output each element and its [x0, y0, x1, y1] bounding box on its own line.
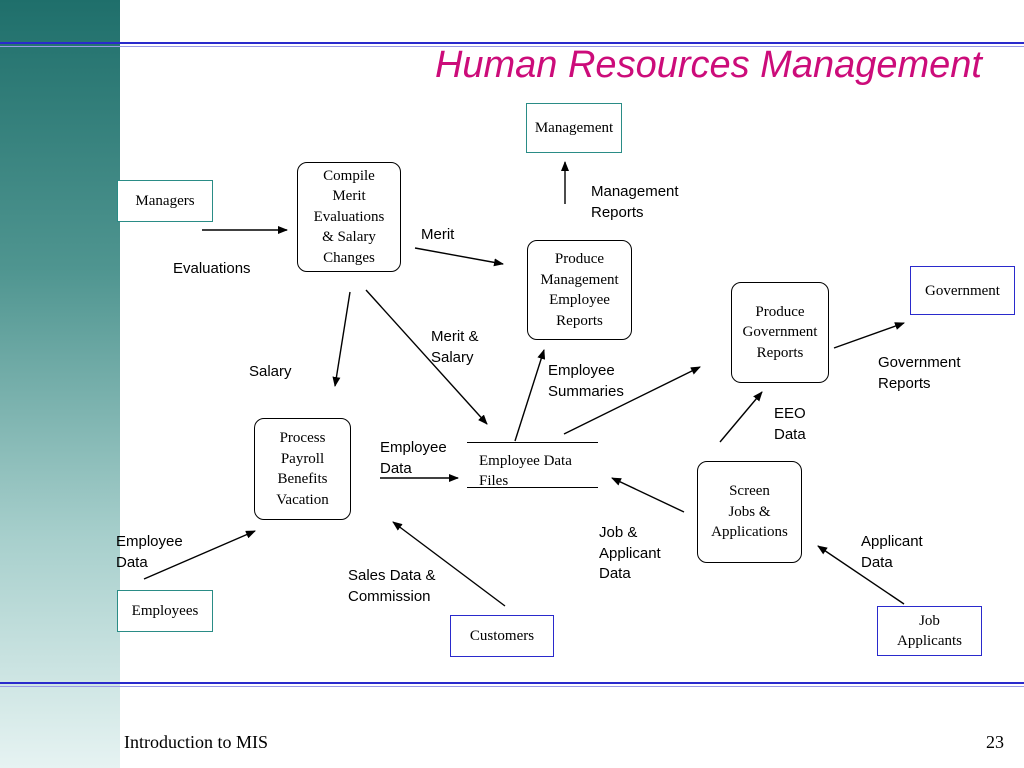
label-eeo-data: EEO Data	[774, 405, 806, 443]
label-applicant-data: Applicant Data	[861, 533, 923, 571]
sidebar-gradient	[0, 0, 120, 768]
data-store-employee-files: Employee Data Files	[467, 442, 598, 489]
bottom-rule	[0, 682, 1024, 684]
label-evaluations: Evaluations	[173, 260, 251, 277]
label-employee-summaries: Employee Summaries	[548, 362, 624, 400]
label-merit: Merit	[421, 226, 455, 243]
label-employee-data-store: Employee Data	[380, 439, 447, 477]
arrow-salary	[332, 291, 351, 387]
slide-title: Human Resources Management	[434, 44, 982, 86]
arrow-job-applicant-data	[611, 477, 685, 513]
arrow-merit-salary	[365, 289, 488, 425]
entity-customers: Customers	[450, 615, 554, 657]
label-job-applicant-data: Job & Applicant Data	[599, 524, 661, 582]
process-produce-management-reports: Produce Management Employee Reports	[527, 240, 632, 340]
bottom-rule-thin	[0, 686, 1024, 687]
top-rule	[0, 42, 1024, 44]
label-employee-data-left: Employee Data	[116, 533, 183, 571]
label-merit-salary: Merit & Salary	[431, 328, 479, 366]
arrow-employees-to-payroll	[143, 530, 256, 580]
entity-managers: Managers	[117, 180, 213, 222]
footer-page-number: 23	[986, 732, 1004, 752]
arrow-government-reports	[833, 322, 905, 349]
label-government-reports: Government Reports	[878, 354, 961, 392]
arrow-applicant-data	[817, 545, 905, 605]
process-produce-government-reports: Produce Government Reports	[731, 282, 829, 383]
arrow-sales-commission	[392, 521, 506, 607]
label-salary: Salary	[249, 363, 292, 380]
top-rule-thin	[0, 46, 1024, 47]
label-sales-commission: Sales Data & Commission	[348, 567, 436, 605]
arrow-eeo-data	[719, 391, 763, 443]
label-management-reports: Management Reports	[591, 183, 679, 221]
process-screen-jobs: Screen Jobs & Applications	[697, 461, 802, 563]
arrow-employee-summaries	[563, 366, 701, 435]
process-payroll: Process Payroll Benefits Vacation	[254, 418, 351, 520]
entity-job-applicants: Job Applicants	[877, 606, 982, 656]
entity-management: Management	[526, 103, 622, 153]
arrow-merit	[414, 247, 504, 267]
footer-course-title: Introduction to MIS	[124, 732, 268, 752]
process-compile-merit: Compile Merit Evaluations & Salary Chang…	[297, 162, 401, 272]
entity-government: Government	[910, 266, 1015, 315]
arrow-store-to-mgmt-reports	[514, 349, 546, 442]
entity-employees: Employees	[117, 590, 213, 632]
